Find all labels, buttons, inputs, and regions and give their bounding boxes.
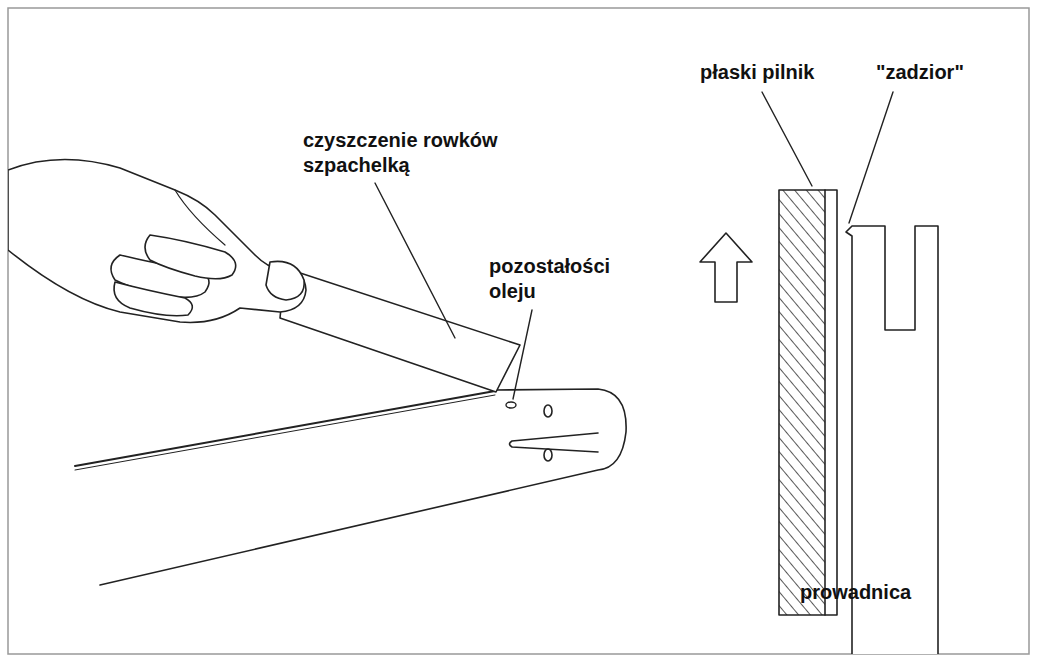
leader-line xyxy=(375,183,455,338)
hand xyxy=(8,159,306,322)
leader-line xyxy=(513,310,532,399)
direction-arrow xyxy=(700,233,752,302)
guide-bar xyxy=(75,389,626,585)
part-label: prowadnica xyxy=(800,580,911,605)
part-label: płaski pilnik xyxy=(700,60,814,85)
leader-line xyxy=(849,92,893,223)
leader-line xyxy=(762,92,812,186)
oil-residue xyxy=(506,402,516,408)
spatula xyxy=(280,268,520,392)
flat-file xyxy=(779,190,837,615)
callout-text: pozostałości oleju xyxy=(489,254,629,304)
callout-text: czyszczenie rowków szpachelką xyxy=(303,128,603,178)
part-label: "zadzior" xyxy=(876,60,964,85)
